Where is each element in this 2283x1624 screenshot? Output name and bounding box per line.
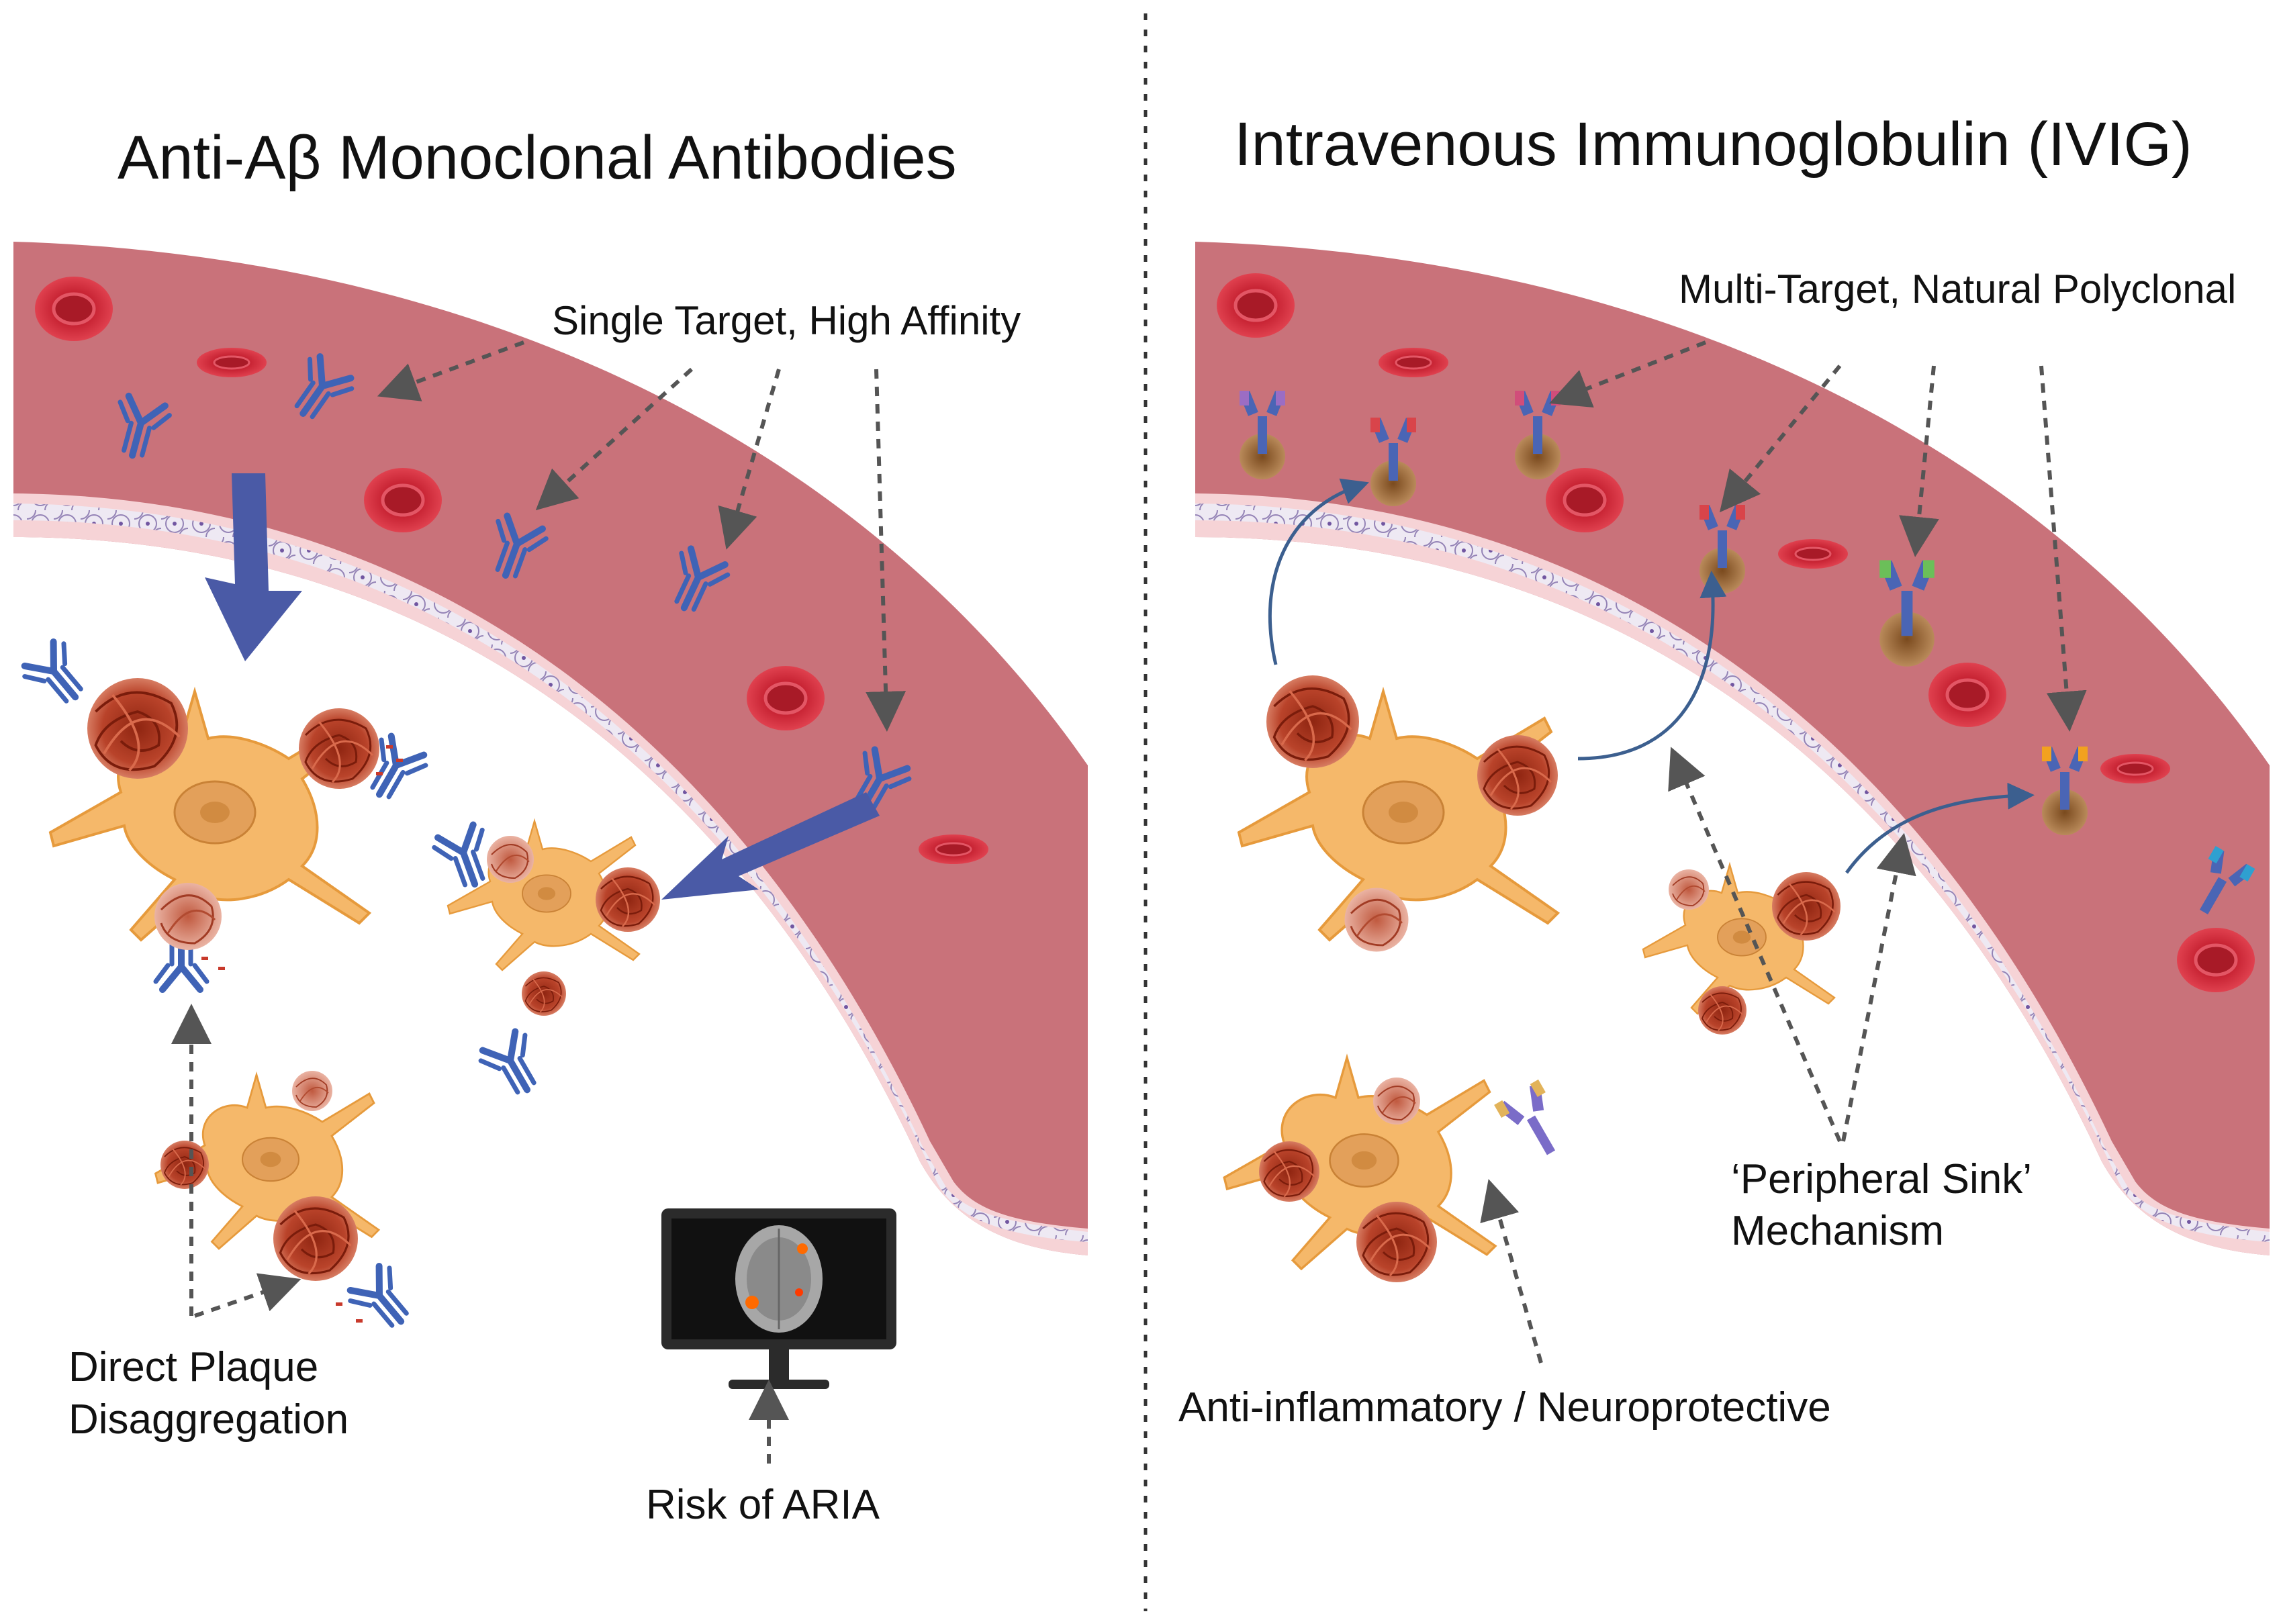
transport-arrow [1268,478,1369,665]
label-single-target: Single Target, High Affinity [552,298,1021,343]
amyloid-plaque [1668,869,1710,910]
red-blood-cell [1377,346,1450,379]
amyloid-plaque [160,1140,209,1190]
left-panel-title: Anti-Aβ Monoclonal Antibodies [118,124,957,192]
red-blood-cell [195,346,268,379]
pointer-arrow [194,1273,301,1318]
pointer-arrow [1719,365,1842,513]
pointer-arrow [535,367,694,511]
pointer-arrow [2039,365,2087,732]
label-anti-inflammatory: Anti-inflammatory / Neuroprotective [1178,1384,1831,1431]
amyloid-plaque [1344,887,1409,953]
pointer-arrow [1549,340,1707,408]
amyloid-plaque [291,1070,333,1112]
red-blood-cell [35,277,113,341]
red-blood-cell [1217,273,1295,338]
mri-monitor [661,1208,896,1389]
ivig-antibody [1879,560,1935,667]
large-arrow [661,792,880,900]
amyloid-plaque [1258,1140,1321,1203]
pointer-arrow [866,369,906,732]
left-vessel [13,242,1088,1255]
pointer-arrow [718,369,781,550]
amyloid-plaque [272,1195,359,1282]
plaque-fragments [201,745,403,1323]
red-blood-cell [747,666,825,730]
ivig-antibody [1370,418,1416,506]
amyloid-plaque [521,971,567,1016]
amyloid-plaque [86,677,189,780]
amyloid-plaque [1771,871,1842,942]
right-panel-title: Intravenous Immunoglobulin (IVIG) [1234,110,2192,179]
ivig-antibody [2199,846,2255,914]
label-multi-target: Multi-Target, Natural Polyclonal [1679,267,2237,312]
pointer-arrow [1899,365,1939,557]
red-blood-cell [2099,753,2172,785]
red-blood-cell [364,468,442,532]
label-plaque-line1: Direct Plaque [68,1344,319,1390]
transport-arrow [1845,782,2035,874]
amyloid-plaque [594,866,661,933]
amyloid-plaque [485,834,535,884]
amyloid-plaque [1355,1200,1438,1284]
amyloid-plaque [297,707,381,790]
red-blood-cell [1546,468,1624,532]
pointer-arrow [1668,747,1842,1143]
red-blood-cell [1928,663,2006,727]
ivig-antibody [2042,747,2088,835]
label-aria: Risk of ARIA [646,1482,880,1528]
amyloid-plaque [1697,986,1747,1035]
pointer-arrow [1480,1179,1543,1364]
antibody [477,1029,549,1103]
amyloid-plaque [1476,734,1559,817]
right-vessel [1195,242,2270,1255]
antibody [19,638,95,714]
label-sink-line1: ‘Peripheral Sink’ [1731,1156,2032,1202]
ivig-antibody [1240,391,1285,479]
amyloid-plaque [1265,674,1360,769]
ivig-antibody [1494,1079,1556,1155]
pointer-arrow [1841,832,1916,1142]
amyloid-plaque [153,881,223,951]
antibody [345,1262,420,1338]
red-blood-cell [2177,928,2255,992]
pointer-arrow [377,340,525,401]
label-plaque-line2: Disaggregation [68,1396,349,1443]
amyloid-plaque [1372,1076,1422,1126]
red-blood-cell [917,833,990,865]
large-arrow [205,473,302,661]
transport-arrow [1577,571,1727,761]
red-blood-cell [1777,538,1849,570]
label-sink-line2: Mechanism [1731,1208,1944,1254]
